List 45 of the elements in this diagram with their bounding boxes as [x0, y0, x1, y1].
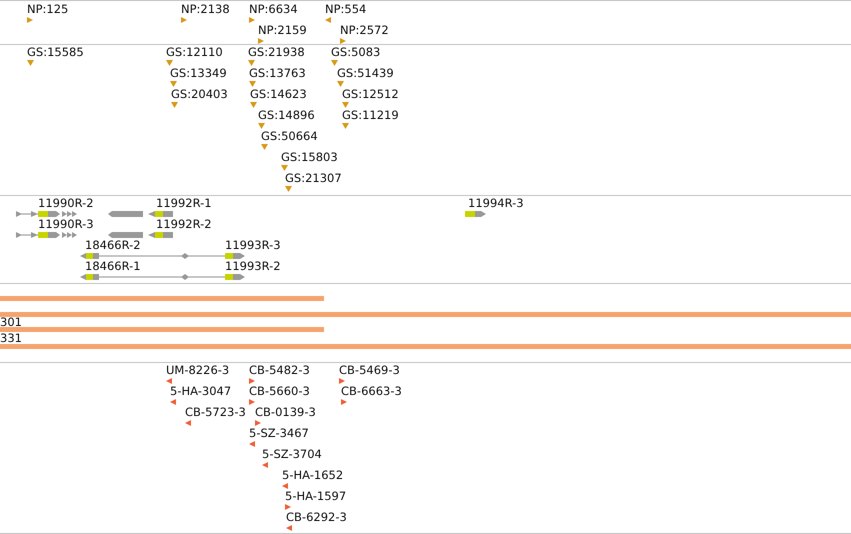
feature-label: NP:2138: [181, 3, 230, 16]
gene-label: 11990R-3: [38, 218, 94, 231]
alignment-label: 331: [0, 332, 22, 345]
gene-label: 11994R-3: [468, 197, 524, 210]
feature-label: 5-HA-3047: [170, 385, 232, 398]
gene-label: 11990R-2: [38, 197, 94, 210]
feature-label: NP:6634: [249, 3, 298, 16]
feature-label: CB-5660-3: [249, 385, 310, 398]
gene-label: 11992R-1: [156, 197, 212, 210]
feature-label: UM-8226-3: [166, 364, 230, 377]
feature-label: 5-HA-1652: [282, 469, 344, 482]
gene-label: 18466R-1: [85, 260, 141, 273]
alignment-label: 301: [0, 316, 22, 329]
feature-label: GS:50664: [261, 130, 318, 143]
gene-label: 11992R-2: [156, 218, 212, 231]
feature-label: GS:11219: [342, 109, 399, 122]
gene-label: 11993R-3: [225, 239, 281, 252]
feature-label: GS:15585: [27, 46, 84, 59]
feature-label: GS:21938: [248, 46, 305, 59]
feature-label: 5-SZ-3704: [262, 448, 322, 461]
feature-label: NP:2572: [340, 24, 389, 37]
feature-label: CB-0139-3: [255, 406, 316, 419]
feature-label: GS:12512: [342, 88, 399, 101]
feature-label: NP:125: [27, 3, 68, 16]
feature-label: CB-5469-3: [339, 364, 400, 377]
feature-label: NP:2159: [258, 24, 307, 37]
feature-label: 5-SZ-3467: [249, 427, 309, 440]
feature-label: GS:51439: [337, 67, 394, 80]
feature-label: 5-HA-1597: [285, 490, 346, 503]
feature-label: GS:13763: [249, 67, 306, 80]
feature-label: GS:12110: [166, 46, 223, 59]
gene-label: 18466R-2: [85, 239, 141, 252]
feature-label: CB-5723-3: [185, 406, 246, 419]
feature-label: GS:13349: [170, 67, 227, 80]
feature-label: CB-5482-3: [249, 364, 310, 377]
feature-label: GS:14896: [258, 109, 315, 122]
feature-label: GS:15803: [281, 151, 338, 164]
feature-label: CB-6663-3: [341, 385, 402, 398]
feature-label: GS:5083: [331, 46, 380, 59]
feature-label: GS:20403: [171, 88, 228, 101]
feature-label: NP:554: [325, 3, 366, 16]
feature-label: CB-6292-3: [286, 511, 347, 524]
feature-label: GS:21307: [285, 172, 342, 185]
feature-label: GS:14623: [250, 88, 307, 101]
gene-label: 11993R-2: [225, 260, 281, 273]
